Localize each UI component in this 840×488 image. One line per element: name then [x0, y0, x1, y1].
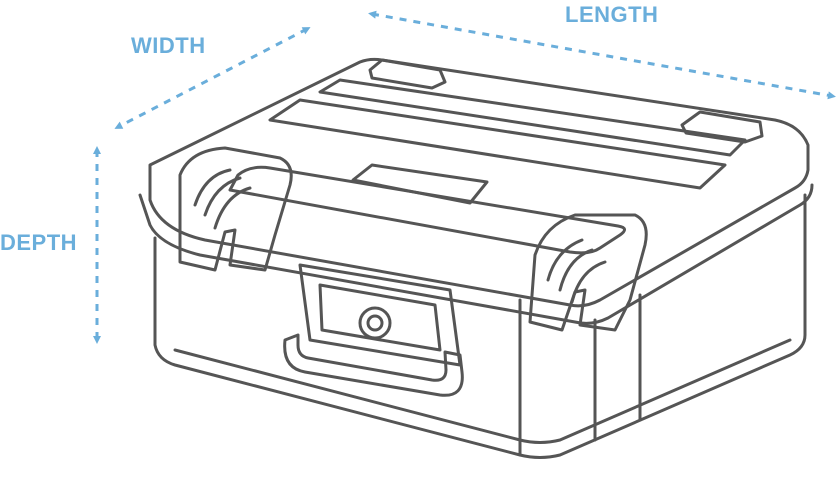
lid-rib-middle	[268, 98, 727, 190]
latch-right	[528, 213, 648, 332]
rear-hinge-right	[680, 110, 764, 144]
latch-left-ridges	[193, 168, 252, 230]
label-plate	[351, 163, 489, 205]
pressure-valve-icon	[358, 306, 392, 340]
lid-rib-back	[318, 78, 747, 157]
base-side-rib	[593, 293, 642, 442]
lid-rim	[138, 183, 814, 325]
lid-rib-front	[228, 165, 626, 255]
latch-right-ridges	[546, 238, 607, 304]
handle-housing-inner	[318, 283, 442, 352]
latch-left	[178, 146, 293, 272]
case-base	[153, 193, 807, 459]
carry-handle	[283, 333, 464, 397]
rear-hinge-left	[368, 58, 447, 90]
pressure-valve-center	[366, 314, 384, 332]
width-arrow	[114, 27, 311, 129]
depth-label: DEPTH	[0, 230, 78, 255]
base-bottom-rim	[173, 338, 792, 444]
